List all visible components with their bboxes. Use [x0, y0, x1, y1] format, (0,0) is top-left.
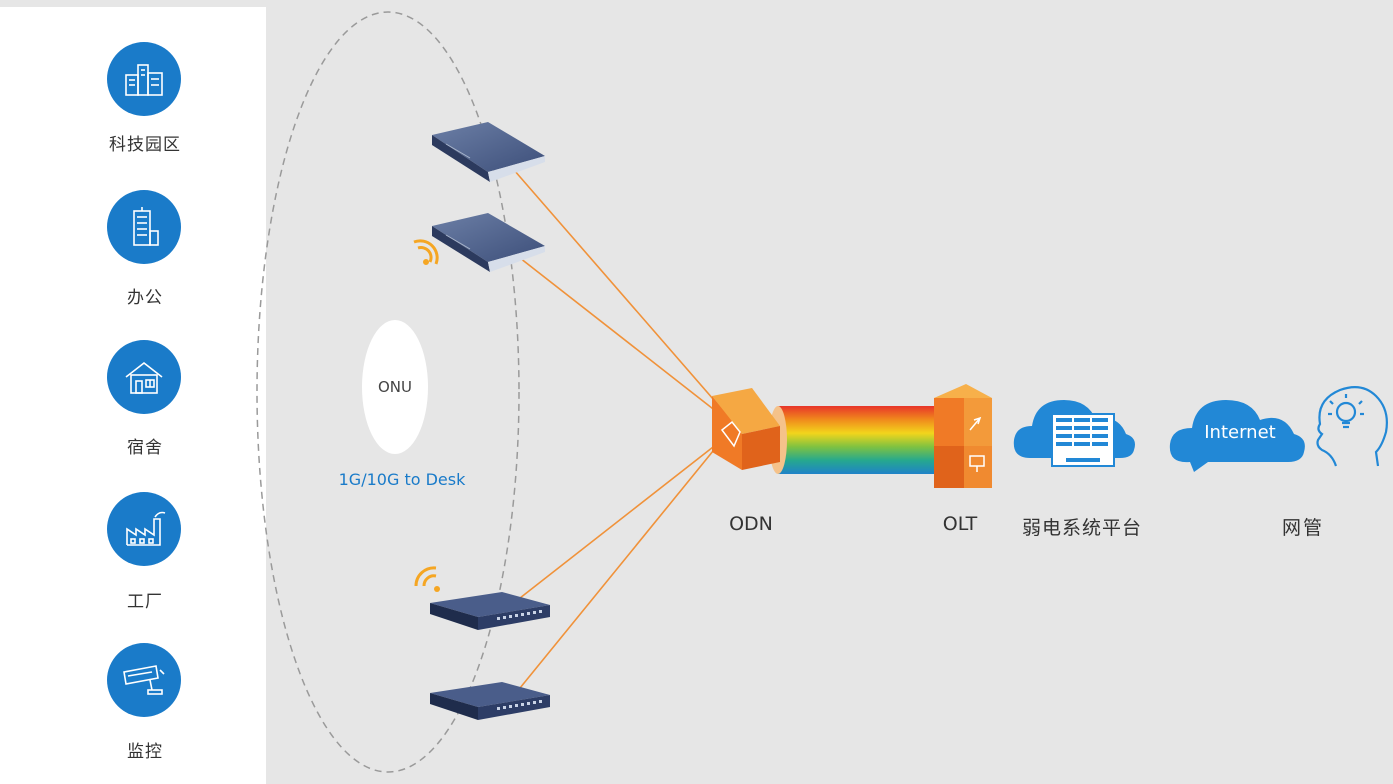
- fiber-line: [519, 257, 741, 431]
- fiber-lines: [513, 169, 741, 689]
- olt-device-icon: [934, 384, 992, 488]
- onu-group-ellipse: [256, 11, 520, 773]
- switch-device: [430, 682, 550, 720]
- sidebar-item-label: 工厂: [127, 592, 163, 612]
- olt-label: OLT: [942, 513, 978, 535]
- factory-icon: [107, 492, 181, 566]
- dormitory-house-icon: [107, 340, 181, 414]
- fiber-trunk: [778, 406, 938, 474]
- sidebar-item-label: 监控: [127, 742, 163, 762]
- fiber-line: [519, 439, 723, 689]
- sidebar-item-label: 办公: [127, 288, 163, 308]
- onu-node: ONU: [362, 320, 428, 454]
- surveillance-camera-icon: [107, 643, 181, 717]
- fiber-line: [513, 169, 741, 431]
- sidebar-item-label: 科技园区: [109, 135, 181, 155]
- wifi-signal-icon: [414, 566, 440, 592]
- onu-device: [432, 213, 545, 272]
- tech-park-building-icon: [107, 42, 181, 116]
- wifi-signal-icon: [413, 239, 439, 265]
- platform-label: 弱电系统平台: [1021, 517, 1142, 539]
- internet-cloud-icon: [1169, 400, 1305, 472]
- onu-subtitle: 1G/10G to Desk: [338, 470, 466, 489]
- network-management-head-icon: [1316, 385, 1388, 467]
- switch-device: [430, 592, 550, 630]
- sidebar: 科技园区 办公 宿舍 工厂 监控: [0, 7, 266, 784]
- odn-label: ODN: [729, 513, 773, 535]
- internet-label: Internet: [1204, 422, 1276, 443]
- onu-device: [432, 122, 545, 182]
- onu-label: ONU: [377, 378, 412, 396]
- platform-cloud-icon: [1013, 400, 1135, 467]
- odn-device-icon: [712, 388, 780, 470]
- network-management-label: 网管: [1281, 517, 1324, 539]
- fiber-line: [519, 439, 723, 599]
- office-tower-icon: [107, 190, 181, 264]
- sidebar-item-label: 宿舍: [127, 438, 163, 458]
